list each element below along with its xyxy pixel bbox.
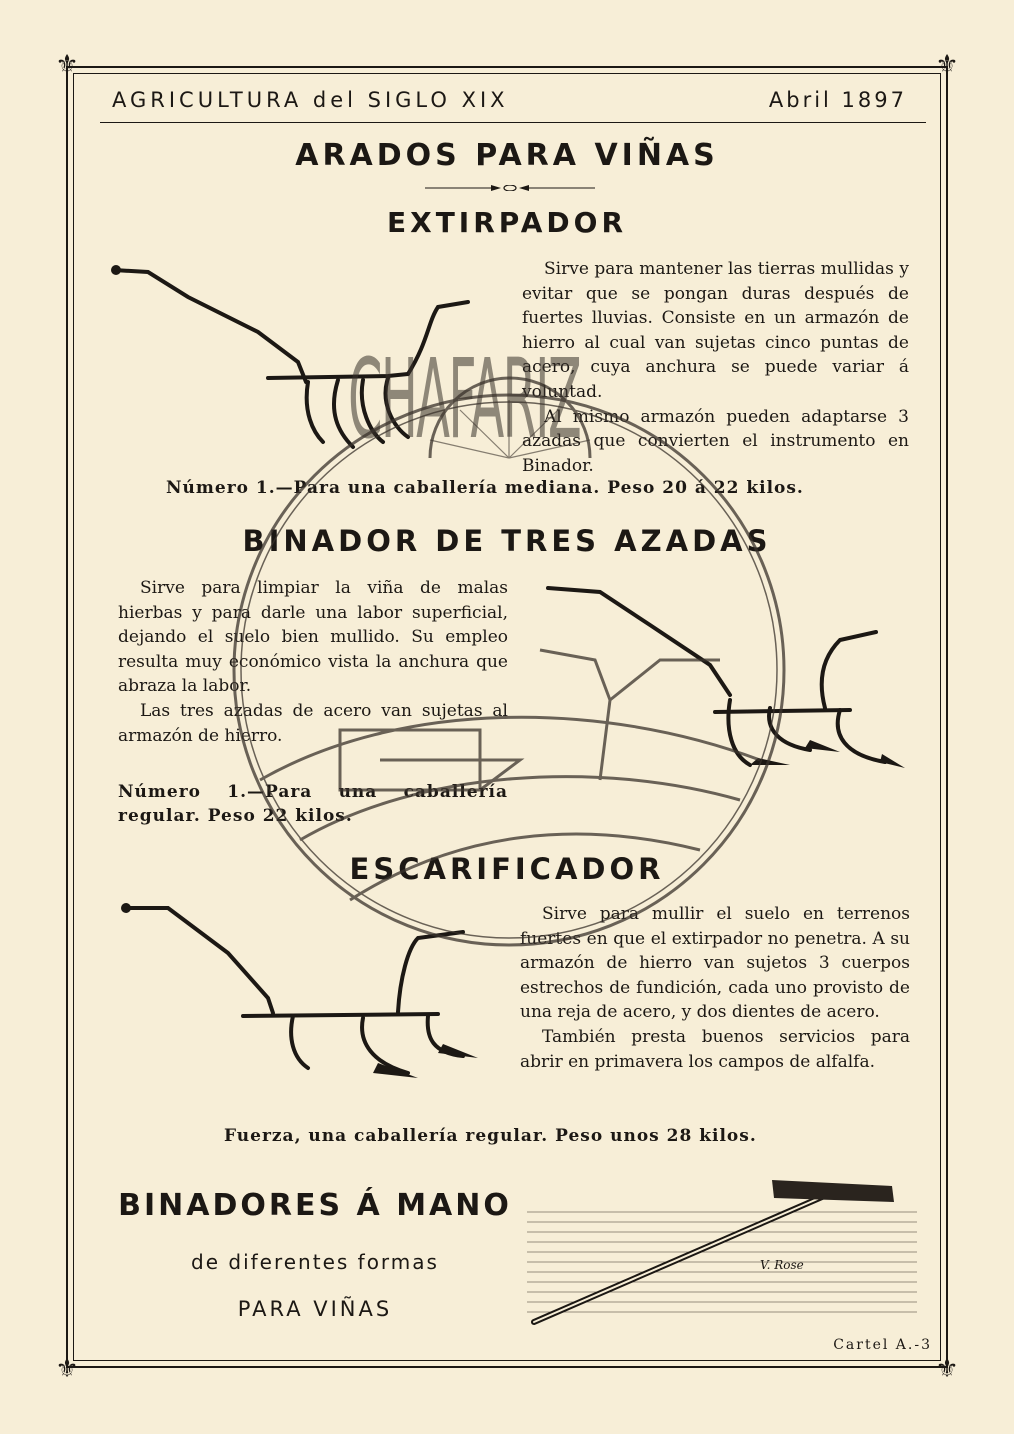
- publication-name: AGRICULTURA del SIGLO XIX: [112, 88, 509, 112]
- poster-reference: Cartel A.-3: [833, 1337, 932, 1353]
- section-title-escarificador: ESCARIFICADOR: [349, 852, 665, 886]
- binadores-mano-subtitle-2: PARA VIÑAS: [237, 1297, 393, 1321]
- escarificador-note: Fuerza, una caballería regular. Peso uno…: [224, 1126, 757, 1146]
- extirpador-note: Número 1.—Para una caballería mediana. P…: [166, 478, 804, 498]
- engraver-signature: V. Rose: [760, 1258, 804, 1272]
- issue-date: Abril 1897: [768, 88, 907, 112]
- title-ornament: [425, 185, 595, 191]
- outer-border: [66, 66, 948, 1368]
- fleur-corner-icon: ⚜: [55, 1354, 79, 1384]
- extirpador-paragraph-1: Sirve para mantener las tierras mullidas…: [522, 259, 909, 402]
- inner-border: [73, 73, 941, 1361]
- extirpador-paragraph-2: Al mismo armazón pueden adaptarse 3 azad…: [522, 406, 909, 476]
- section-title-binadores-mano: BINADORES Á MANO: [118, 1188, 512, 1223]
- section-title-binador: BINADOR DE TRES AZADAS: [242, 524, 772, 558]
- escarificador-description: Sirve para mullir el suelo en terrenos f…: [520, 902, 910, 1074]
- binador-description: Sirve para limpiar la viña de malas hier…: [118, 576, 508, 748]
- hand-hoe-illustration: [527, 1180, 917, 1325]
- binadores-mano-subtitle: de diferentes formas: [191, 1250, 439, 1274]
- section-title-extirpador: EXTIRPADOR: [386, 206, 628, 239]
- escarificador-paragraph-1: Sirve para mullir el suelo en terrenos f…: [520, 904, 910, 1023]
- fleur-corner-icon: ⚜: [935, 1354, 959, 1384]
- header-rule: [100, 122, 926, 123]
- binador-plough-illustration: [546, 586, 905, 768]
- page-title: ARADOS PARA VIÑAS: [295, 138, 719, 173]
- fleur-corner-icon: ⚜: [935, 50, 959, 80]
- binador-note: Número 1.—Para una caballería regular. P…: [118, 782, 508, 826]
- escarificador-plough-illustration: [121, 903, 478, 1078]
- watermark-text: CHAFARIZ: [348, 335, 582, 463]
- extirpador-description: Sirve para mantener las tierras mullidas…: [522, 257, 909, 478]
- escarificador-paragraph-2: También presta buenos servicios para abr…: [520, 1026, 910, 1072]
- binador-paragraph-2: Las tres azadas de acero van sujetas al …: [118, 700, 508, 746]
- binador-paragraph-1: Sirve para limpiar la viña de malas hier…: [118, 578, 508, 697]
- fleur-corner-icon: ⚜: [55, 50, 79, 80]
